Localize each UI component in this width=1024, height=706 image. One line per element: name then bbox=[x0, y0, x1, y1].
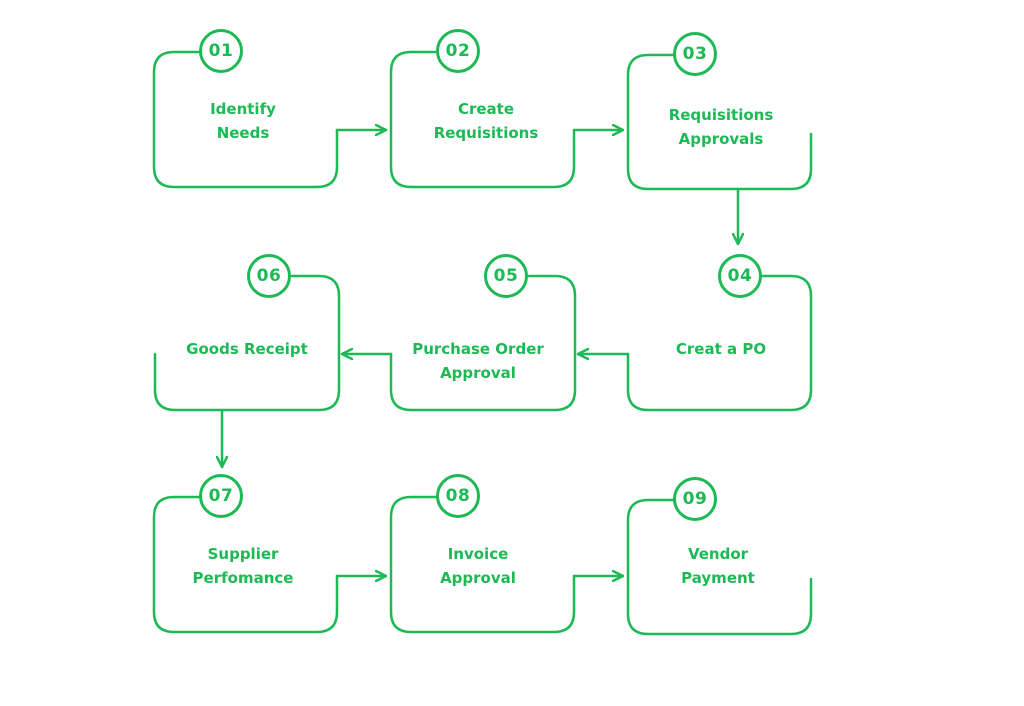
step-08-box bbox=[389, 495, 576, 634]
step-04-label: Creat a PO bbox=[631, 337, 811, 361]
step-08-label-line1: Invoice bbox=[447, 545, 509, 563]
step-05-box bbox=[389, 274, 577, 412]
step-07-badge: 07 bbox=[199, 474, 243, 518]
step-01-label-line2: Needs bbox=[216, 124, 270, 142]
step-09-box bbox=[626, 498, 813, 636]
step-05-label-line1: Purchase Order bbox=[412, 340, 544, 358]
step-09-label-line2: Payment bbox=[681, 569, 755, 587]
step-02-badge: 02 bbox=[436, 29, 480, 73]
step-04-badge: 04 bbox=[718, 254, 762, 298]
step-08-label: Invoice Approval bbox=[388, 542, 568, 590]
step-01-badge: 01 bbox=[199, 29, 243, 73]
step-05-label: Purchase Order Approval bbox=[388, 337, 568, 385]
step-07-number: 07 bbox=[208, 486, 234, 506]
step-06-number: 06 bbox=[256, 266, 282, 286]
step-01-box bbox=[152, 50, 339, 189]
step-04-number: 04 bbox=[727, 266, 753, 286]
step-08-label-line2: Approval bbox=[440, 569, 516, 587]
step-09-number: 09 bbox=[682, 489, 708, 509]
step-01-label: Identify Needs bbox=[153, 97, 333, 145]
step-01-number: 01 bbox=[208, 41, 234, 61]
step-02-label-line1: Create bbox=[457, 100, 515, 118]
step-03-number: 03 bbox=[682, 44, 708, 64]
step-06-label: Goods Receipt bbox=[157, 337, 337, 361]
step-03-label: Requisitions Approvals bbox=[631, 103, 811, 151]
step-02-label-line2: Requisitions bbox=[433, 124, 539, 142]
step-02-label: Create Requisitions bbox=[396, 97, 576, 145]
step-04-label-line1: Creat a PO bbox=[675, 340, 767, 358]
step-08-number: 08 bbox=[445, 486, 471, 506]
step-03-box bbox=[626, 53, 813, 191]
step-03-label-line2: Approvals bbox=[678, 130, 764, 148]
step-07-label-line2: Perfomance bbox=[192, 569, 294, 587]
step-07-label-line1: Supplier bbox=[207, 545, 279, 563]
step-06-label-line1: Goods Receipt bbox=[186, 340, 308, 358]
step-09-badge: 09 bbox=[673, 477, 717, 521]
step-08-badge: 08 bbox=[436, 474, 480, 518]
step-06-badge: 06 bbox=[247, 254, 291, 298]
step-09-label: Vendor Payment bbox=[628, 542, 808, 590]
step-03-badge: 03 bbox=[673, 32, 717, 76]
step-04-box bbox=[626, 274, 813, 412]
step-05-badge: 05 bbox=[484, 254, 528, 298]
step-07-box bbox=[152, 495, 339, 634]
step-07-label: Supplier Perfomance bbox=[153, 542, 333, 590]
step-05-number: 05 bbox=[493, 266, 519, 286]
step-09-label-line1: Vendor bbox=[687, 545, 749, 563]
step-02-box bbox=[389, 50, 576, 189]
step-06-box bbox=[153, 274, 341, 412]
step-05-label-line2: Approval bbox=[440, 364, 516, 382]
step-03-label-line1: Requisitions bbox=[668, 106, 774, 124]
step-02-number: 02 bbox=[445, 41, 471, 61]
step-01-label-line1: Identify bbox=[210, 100, 276, 118]
